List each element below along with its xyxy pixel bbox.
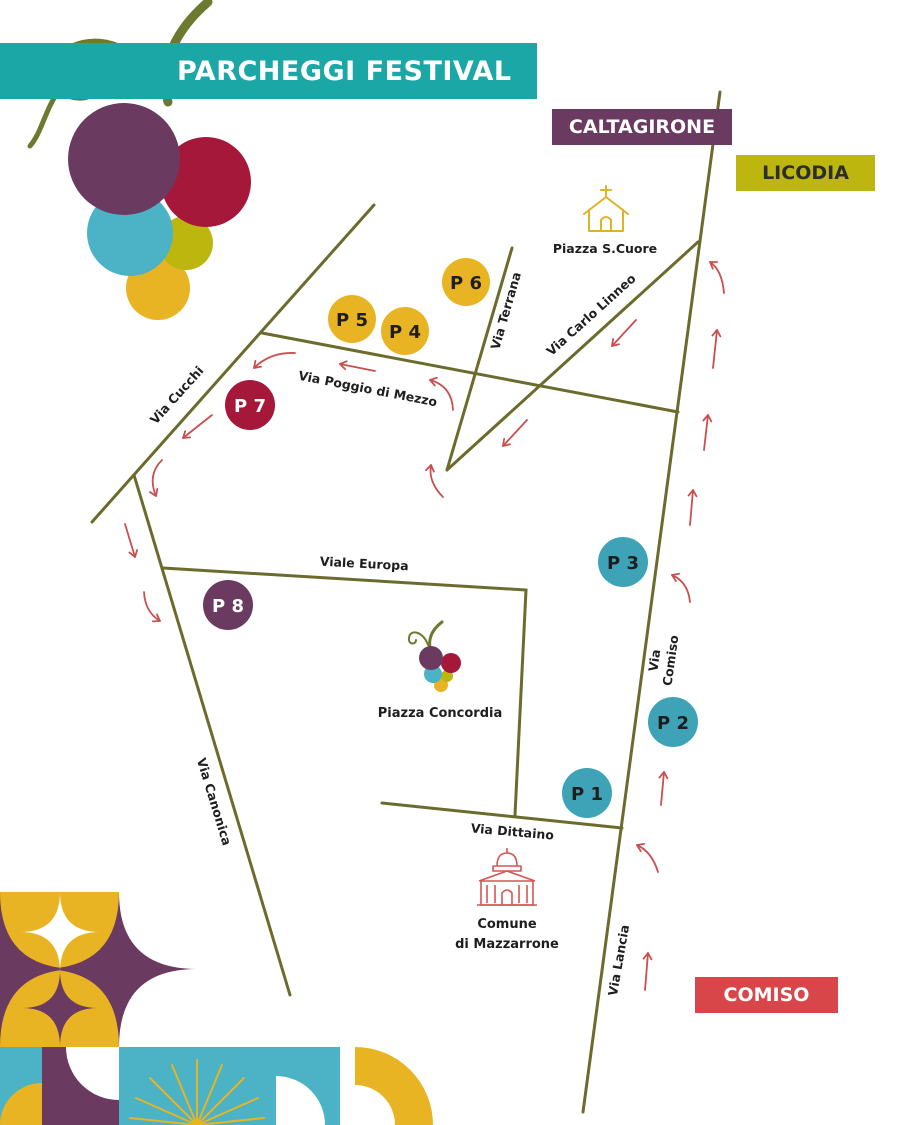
parking-p6-label: P 6 (450, 273, 482, 294)
street-label-via-carlo-linneo: Via Carlo Linneo (543, 270, 639, 358)
route-arrow (339, 360, 376, 372)
parking-p2-marker (648, 697, 698, 747)
route-arrow (671, 572, 691, 603)
parking-p3-marker (598, 537, 648, 587)
route-arrow (502, 419, 528, 447)
route-arrow (709, 261, 725, 294)
destination-comiso-label: COMISO (723, 984, 810, 1006)
route-arrow (124, 523, 138, 558)
destination-comiso: COMISO (695, 977, 838, 1013)
road-via-canonica (132, 473, 292, 997)
parking-p5-marker (328, 295, 376, 343)
road-via-terrana (445, 246, 514, 472)
street-labels: Via Cucchi Via Poggio di Mezzo Via Terra… (147, 270, 682, 997)
street-label-viale-europa: Viale Europa (319, 554, 409, 574)
parking-p3-label: P 3 (607, 553, 639, 574)
street-label-via-dittaino: Via Dittaino (470, 820, 555, 842)
destination-licodia-label: LICODIA (762, 162, 849, 184)
grape-logo-icon (27, 0, 251, 320)
parking-p5-label: P 5 (336, 310, 368, 331)
road-via-dittaino (380, 801, 624, 830)
destination-caltagirone-label: CALTAGIRONE (568, 116, 716, 138)
street-label-via-comiso-line1: Via (645, 648, 663, 672)
destination-caltagirone: CALTAGIRONE (552, 109, 732, 145)
street-label-via-comiso: Via Comiso (644, 632, 682, 687)
parking-p8-label: P 8 (212, 596, 244, 617)
page-title: PARCHEGGI FESTIVAL (0, 43, 537, 99)
destination-licodia: LICODIA (736, 155, 875, 191)
parking-p8[interactable]: P 8 (203, 580, 253, 630)
landmark-comune-line2: di Mazzarrone (455, 937, 559, 952)
parking-p1-label: P 1 (571, 784, 603, 805)
parking-p6-marker (442, 258, 490, 306)
road-via-lancia-comiso (581, 90, 722, 1114)
route-arrow (611, 319, 637, 347)
town-hall-icon (477, 848, 537, 906)
street-label-via-lancia: Via Lancia (605, 923, 632, 996)
route-arrow (658, 771, 669, 806)
roads (90, 90, 722, 1114)
road-via-poggio-di-mezzo (260, 331, 680, 414)
landmark-piazza-concordia: Piazza Concordia (378, 706, 503, 721)
street-label-via-comiso-line2: Comiso (659, 634, 681, 687)
grape-logo-small-icon (407, 620, 461, 692)
route-arrow (143, 591, 161, 623)
parking-p1[interactable]: P 1 (562, 768, 612, 818)
parking-p8-marker (203, 580, 253, 630)
route-arrow (429, 376, 454, 411)
route-arrow (687, 489, 698, 526)
route-arrow (702, 414, 713, 451)
route-arrow (253, 352, 296, 369)
parking-p7-marker (225, 380, 275, 430)
route-arrow (149, 459, 163, 497)
parking-p6[interactable]: P 6 (442, 258, 490, 306)
route-arrow (182, 414, 213, 439)
route-arrow (711, 329, 722, 369)
page-title-text: PARCHEGGI FESTIVAL (177, 55, 512, 87)
parking-p4[interactable]: P 4 (381, 307, 429, 355)
road-via-carlo-linneo (445, 240, 700, 472)
parking-p5[interactable]: P 5 (328, 295, 376, 343)
decorative-tiles (0, 892, 433, 1125)
landmark-comune-line1: Comune (477, 917, 537, 932)
landmark-piazza-s-cuore: Piazza S.Cuore (553, 241, 657, 256)
street-label-via-canonica: Via Canonica (194, 756, 235, 847)
road-via-cucchi (90, 203, 376, 524)
parking-p2[interactable]: P 2 (648, 697, 698, 747)
parking-p2-label: P 2 (657, 713, 689, 734)
parking-p4-label: P 4 (389, 322, 421, 343)
road-viale-europa (161, 566, 528, 817)
route-arrow (636, 843, 659, 873)
parking-p7[interactable]: P 7 (225, 380, 275, 430)
street-label-via-poggio-di-mezzo: Via Poggio di Mezzo (297, 368, 439, 410)
route-arrows (124, 261, 725, 991)
street-label-via-cucchi: Via Cucchi (147, 363, 207, 427)
parking-p1-marker (562, 768, 612, 818)
route-arrow (425, 464, 444, 498)
route-arrow (642, 952, 653, 991)
church-icon (583, 185, 629, 232)
parking-markers: P 1 P 2 P 3 P 4 P 5 P 6 P 7 P 8 (203, 258, 698, 818)
parking-p7-label: P 7 (234, 396, 266, 417)
parking-p3[interactable]: P 3 (598, 537, 648, 587)
parking-p4-marker (381, 307, 429, 355)
